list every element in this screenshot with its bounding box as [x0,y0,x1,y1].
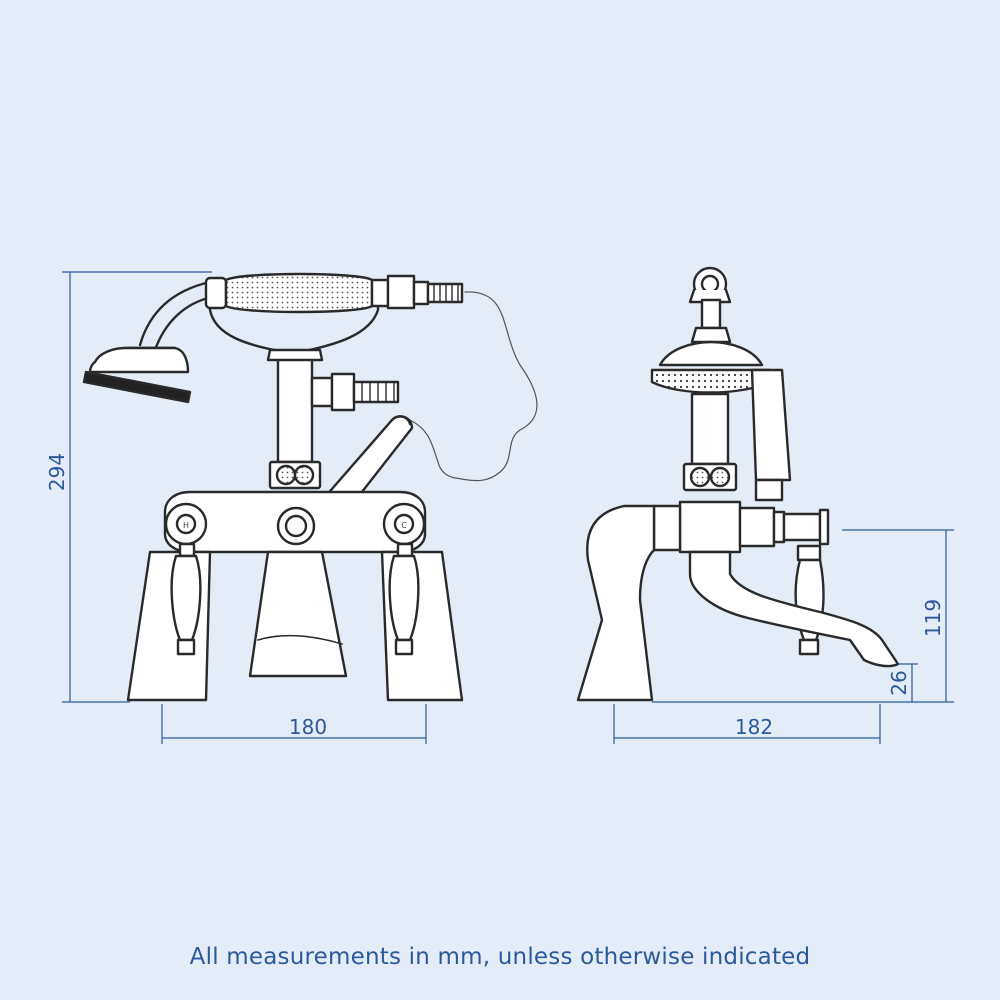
dim-width-front: 180 [289,715,327,739]
dim-spout-height: 119 [921,599,945,637]
dimension-lines [62,271,954,744]
riser-column-side [690,392,730,466]
nut-side [682,462,738,492]
measurement-note: All measurements in mm, unless otherwise… [189,944,811,970]
dim-spout-clearance: 26 [887,670,911,695]
diverter-nut [268,460,322,490]
riser-column [276,353,314,464]
dim-width-side: 182 [735,715,773,739]
svg-text:H: H [183,521,189,530]
left-pillar: H [126,502,212,702]
shower-handset [204,272,464,314]
spout [688,550,900,668]
shower-head [82,346,192,404]
handset-side [750,368,792,502]
dimension-labels: 294 180 182 119 26 [45,453,945,739]
front-view: H C [82,272,538,702]
pillar-side [576,504,656,702]
centre-pillar [248,550,348,678]
valve-outlet [738,506,830,548]
shower-neck [138,280,214,352]
right-pillar: C [380,502,464,702]
hose-outlet [310,372,400,412]
dim-height-total: 294 [45,453,69,491]
mixer-body-side [678,500,742,554]
side-view [576,266,900,702]
shower-head-side [650,326,772,394]
shower-hose [409,291,538,482]
svg-text:C: C [401,521,407,530]
cradle-hook [688,266,732,330]
lever-side [794,544,825,656]
